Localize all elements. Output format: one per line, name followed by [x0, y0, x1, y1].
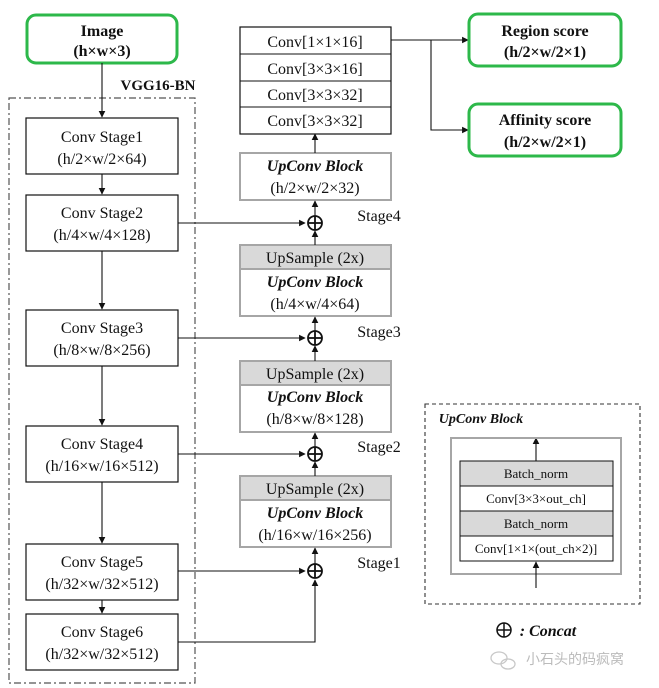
- output-shape: (h/2×w/2×1): [504, 44, 586, 61]
- concat-icon: [307, 563, 323, 579]
- concat-icon: [307, 330, 323, 346]
- stage-name: Conv Stage3: [61, 320, 143, 337]
- output-title: Affinity score: [499, 112, 592, 129]
- stage-shape: (h/32×w/32×512): [45, 576, 158, 593]
- decoder-block-1: UpSample (2x) UpConv Block (h/16×w/16×25…: [239, 475, 392, 548]
- concat-icon: [307, 446, 323, 462]
- head-conv-stack: Conv[1×1×16] Conv[3×3×16] Conv[3×3×32] C…: [239, 26, 392, 135]
- upconv-title: UpConv Block: [267, 505, 363, 522]
- decoder-block-4: UpConv Block (h/2×w/2×32): [239, 152, 392, 201]
- affinity-score-box: Affinity score (h/2×w/2×1): [467, 102, 623, 158]
- backbone-label: VGG16-BN: [121, 78, 196, 94]
- watermark: 小石头的码疯窝: [490, 651, 624, 670]
- upsample-label: UpSample (2x): [266, 250, 364, 267]
- upconv-title: UpConv Block: [267, 274, 363, 291]
- concat-legend-icon: [496, 622, 512, 638]
- output-shape: (h/2×w/2×1): [504, 134, 586, 151]
- legend-layer-3: Batch_norm: [504, 516, 568, 531]
- stage-name: Conv Stage4: [61, 436, 143, 453]
- output-title: Region score: [501, 23, 588, 40]
- wechat-icon: [490, 651, 516, 670]
- upsample-label: UpSample (2x): [266, 481, 364, 498]
- concat-legend: : Concat: [496, 622, 577, 640]
- head-layer-1: Conv[1×1×16]: [267, 34, 362, 51]
- backbone-stage-3: Conv Stage3 (h/8×w/8×256): [25, 309, 179, 367]
- head-layer-4: Conv[3×3×32]: [267, 113, 362, 130]
- decoder-block-2: UpSample (2x) UpConv Block (h/8×w/8×128): [239, 360, 392, 433]
- stage-label-2: Stage2: [357, 439, 401, 456]
- legend-title: UpConv Block: [439, 412, 523, 427]
- backbone-stage-1: Conv Stage1 (h/2×w/2×64): [25, 117, 179, 175]
- upconv-shape: (h/8×w/8×128): [266, 411, 363, 428]
- head-layer-2: Conv[3×3×16]: [267, 61, 362, 78]
- head-layer-3: Conv[3×3×32]: [267, 87, 362, 104]
- stage-shape: (h/32×w/32×512): [45, 646, 158, 663]
- legend-layer-2: Conv[3×3×out_ch]: [486, 491, 586, 506]
- legend-layer-1: Batch_norm: [504, 466, 568, 481]
- backbone-stage-4: Conv Stage4 (h/16×w/16×512): [25, 425, 179, 483]
- stage-name: Conv Stage5: [61, 554, 143, 571]
- decoder-block-3: UpSample (2x) UpConv Block (h/4×w/4×64): [239, 244, 392, 317]
- stage-label-4: Stage4: [357, 208, 401, 225]
- stage-shape: (h/4×w/4×128): [53, 227, 150, 244]
- stage-shape: (h/16×w/16×512): [45, 458, 158, 475]
- upconv-shape: (h/2×w/2×32): [270, 180, 359, 197]
- stage-name: Conv Stage6: [61, 624, 143, 641]
- upconv-title: UpConv Block: [267, 389, 363, 406]
- backbone-stage-6: Conv Stage6 (h/32×w/32×512): [25, 613, 179, 671]
- stage-name: Conv Stage1: [61, 129, 143, 146]
- stage-shape: (h/2×w/2×64): [57, 151, 146, 168]
- region-score-box: Region score (h/2×w/2×1): [467, 12, 623, 68]
- stage-label-1: Stage1: [357, 555, 401, 572]
- stage-label-3: Stage3: [357, 324, 401, 341]
- upconv-shape: (h/16×w/16×256): [258, 527, 371, 544]
- upconv-legend: UpConv Block Batch_norm Conv[3×3×out_ch]…: [424, 403, 641, 605]
- watermark-text: 小石头的码疯窝: [526, 651, 624, 668]
- stage-name: Conv Stage2: [61, 205, 143, 222]
- skip-stage6: [178, 579, 319, 643]
- concat-icon: [307, 215, 323, 231]
- upconv-title: UpConv Block: [267, 158, 363, 175]
- upconv-shape: (h/4×w/4×64): [270, 296, 359, 313]
- concat-legend-label: : Concat: [520, 623, 577, 640]
- legend-layer-4: Conv[1×1×(out_ch×2)]: [475, 541, 597, 556]
- arrow-to-affinity-score: [430, 40, 469, 134]
- input-shape: (h×w×3): [73, 43, 130, 60]
- input-image-box: Image (h×w×3): [25, 13, 179, 65]
- backbone-stage-5: Conv Stage5 (h/32×w/32×512): [25, 543, 179, 601]
- backbone-stage-2: Conv Stage2 (h/4×w/4×128): [25, 194, 179, 252]
- upsample-label: UpSample (2x): [266, 366, 364, 383]
- stage-shape: (h/8×w/8×256): [53, 342, 150, 359]
- input-title: Image: [81, 23, 124, 40]
